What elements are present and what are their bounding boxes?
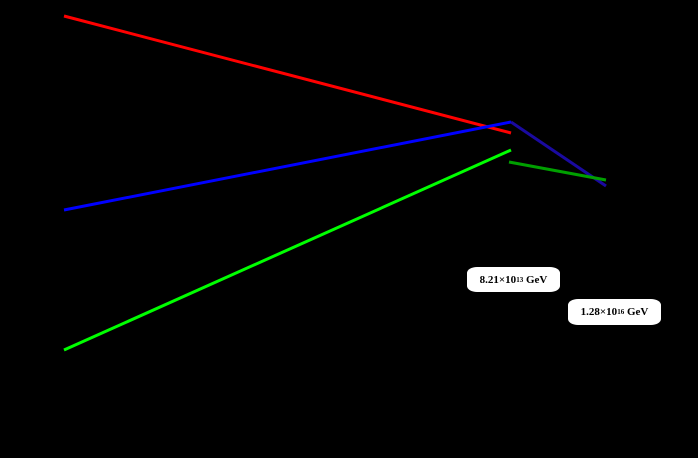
scale-unit: GeV [624, 306, 649, 318]
scale-mantissa: 1.28×10 [580, 306, 618, 318]
blue-coupling-high-scale-line [510, 120, 607, 188]
scale-unit: GeV [523, 273, 548, 286]
scale-mantissa: 8.21×10 [479, 273, 517, 286]
series-layer [63, 14, 607, 352]
green-coupling-line [63, 148, 512, 352]
red-coupling-line [63, 14, 512, 135]
blue-coupling-line [63, 120, 512, 212]
green-coupling-high-scale-line [508, 160, 607, 182]
